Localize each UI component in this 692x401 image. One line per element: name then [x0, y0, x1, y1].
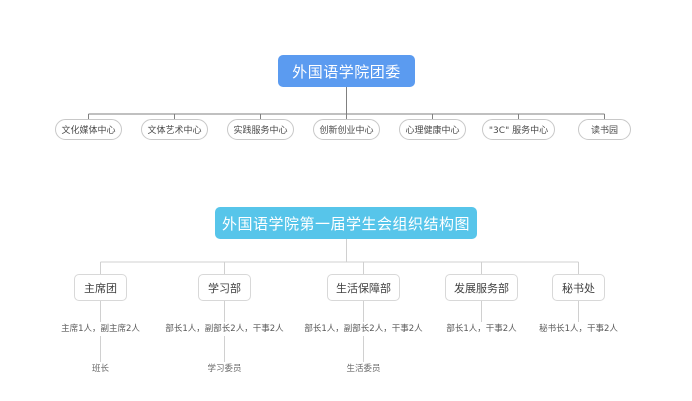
staffing-presidium: 主席1人，副主席2人 [61, 324, 140, 334]
leaf-class-monitor: 班长 [91, 364, 109, 374]
dept-study[interactable]: 学习部 [198, 274, 251, 301]
dept-secretariat[interactable]: 秘书处 [552, 274, 605, 301]
dept-presidium[interactable]: 主席团 [74, 274, 127, 301]
node-3c-service-center[interactable]: "3C" 服务中心 [482, 119, 555, 140]
dept-life-support[interactable]: 生活保障部 [327, 274, 400, 301]
node-innovation-entrepreneurship-center[interactable]: 创新创业中心 [313, 119, 380, 140]
leaf-study-commissioner: 学习委员 [207, 364, 242, 374]
node-arts-sports-center[interactable]: 文体艺术中心 [141, 119, 208, 140]
node-reading-garden[interactable]: 读书园 [578, 119, 631, 140]
staffing-development-service: 部长1人，干事2人 [446, 324, 517, 334]
node-practice-service-center[interactable]: 实践服务中心 [227, 119, 294, 140]
node-mental-health-center[interactable]: 心理健康中心 [399, 119, 466, 140]
staffing-secretariat: 秘书长1人，干事2人 [539, 324, 618, 334]
dept-development-service[interactable]: 发展服务部 [445, 274, 518, 301]
root-node-league-committee[interactable]: 外国语学院团委 [278, 55, 415, 87]
staffing-life-support: 部长1人，副部长2人，干事2人 [304, 324, 423, 334]
leaf-life-commissioner: 生活委员 [346, 364, 381, 374]
root-node-student-union[interactable]: 外国语学院第一届学生会组织结构图 [215, 207, 477, 239]
staffing-study: 部长1人，副部长2人，干事2人 [165, 324, 284, 334]
node-culture-media-center[interactable]: 文化媒体中心 [55, 119, 122, 140]
